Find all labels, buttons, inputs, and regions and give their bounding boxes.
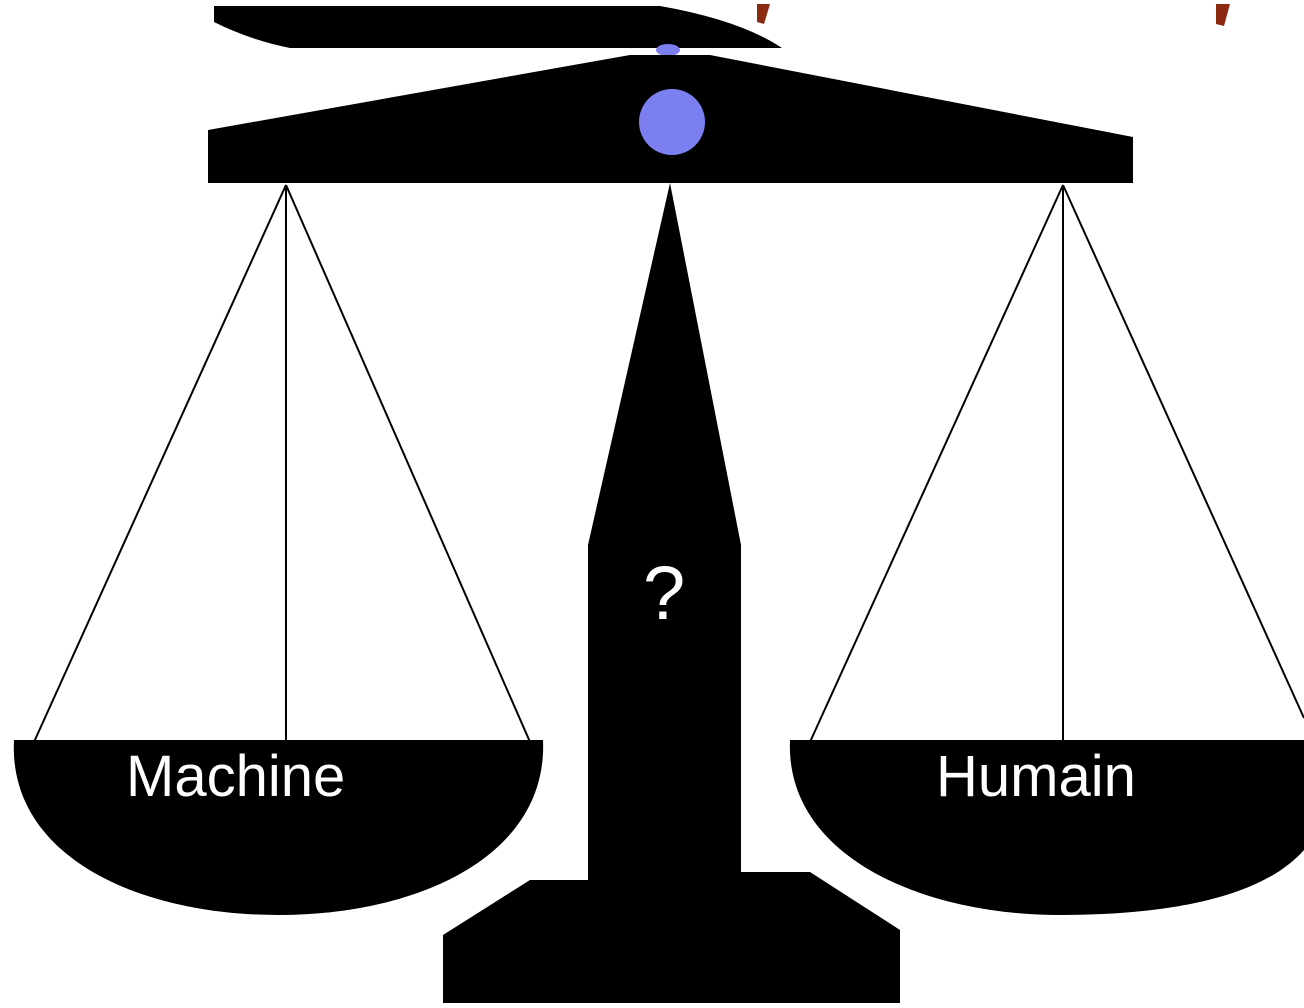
left-strings	[34, 185, 530, 742]
top-cropped-fragment	[214, 4, 1230, 56]
left-pan-label: Machine	[126, 748, 345, 806]
pivot-knob	[639, 89, 705, 155]
question-mark-label: ?	[643, 556, 685, 632]
right-pan-label: Humain	[936, 748, 1136, 806]
right-strings	[810, 185, 1304, 742]
